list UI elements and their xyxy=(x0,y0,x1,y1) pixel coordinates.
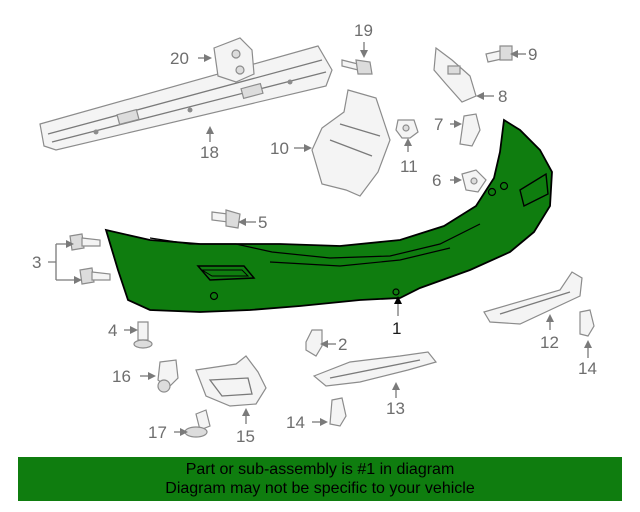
callout-12: 12 xyxy=(540,333,559,352)
clip-part-2[interactable] xyxy=(305,329,323,357)
callout-3: 3 xyxy=(32,253,41,272)
bracket-part-20[interactable] xyxy=(213,37,255,83)
bolt-part-5[interactable] xyxy=(211,209,241,229)
bolt-part-3-lower[interactable] xyxy=(79,267,111,285)
callout-20: 20 xyxy=(170,49,189,68)
banner-line-1: Part or sub-assembly is #1 in diagram xyxy=(185,461,455,478)
screw-part-4[interactable] xyxy=(133,321,153,349)
parts-diagram: 1 2 3 4 5 6 7 8 9 10 11 12 13 14 14 15 1… xyxy=(32,21,597,446)
clip-part-11[interactable] xyxy=(395,119,419,139)
bumper-cover-part-1[interactable] xyxy=(104,118,553,313)
callout-15: 15 xyxy=(236,427,255,446)
callout-6: 6 xyxy=(432,171,441,190)
nut-part-6[interactable] xyxy=(461,169,487,193)
callout-labels: 1 2 3 4 5 6 7 8 9 10 11 12 13 14 14 15 1… xyxy=(32,21,597,446)
callout-13: 13 xyxy=(386,399,405,418)
bolt-part-19[interactable] xyxy=(341,59,373,75)
fastener-part-16[interactable] xyxy=(157,359,179,393)
bolt-part-9[interactable] xyxy=(485,45,513,63)
push-pin-part-17[interactable] xyxy=(184,409,211,438)
callout-1: 1 xyxy=(392,319,401,338)
clip-part-14-left[interactable] xyxy=(329,397,347,427)
side-bracket-part-10[interactable] xyxy=(311,89,391,197)
callout-9: 9 xyxy=(528,45,537,64)
banner-line-2: Diagram may not be specific to your vehi… xyxy=(165,480,475,497)
reflector-bezel-part-15[interactable] xyxy=(195,355,267,407)
callout-10: 10 xyxy=(270,139,289,158)
callout-16: 16 xyxy=(112,367,131,386)
clip-part-14-right[interactable] xyxy=(579,309,595,337)
callout-14-right: 14 xyxy=(578,359,597,378)
reinforcement-beam-part[interactable] xyxy=(39,45,333,151)
info-banner: Part or sub-assembly is #1 in diagram Di… xyxy=(18,457,622,501)
callout-2: 2 xyxy=(338,335,347,354)
bracket-part-7[interactable] xyxy=(459,113,481,147)
bolt-part-3-upper[interactable] xyxy=(69,233,101,251)
bracket-part-8[interactable] xyxy=(433,46,477,103)
callout-11: 11 xyxy=(400,157,418,176)
callout-18: 18 xyxy=(200,143,219,162)
callout-14-left: 14 xyxy=(286,413,305,432)
callout-4: 4 xyxy=(108,321,117,340)
callout-19: 19 xyxy=(354,21,373,40)
callout-17: 17 xyxy=(148,423,167,442)
lower-bracket-part-12[interactable] xyxy=(483,271,583,325)
lower-reinforcement-part-13[interactable] xyxy=(312,351,438,387)
callout-5: 5 xyxy=(258,213,267,232)
callout-8: 8 xyxy=(498,87,507,106)
leader-lines xyxy=(48,42,592,436)
callout-7: 7 xyxy=(434,115,443,134)
